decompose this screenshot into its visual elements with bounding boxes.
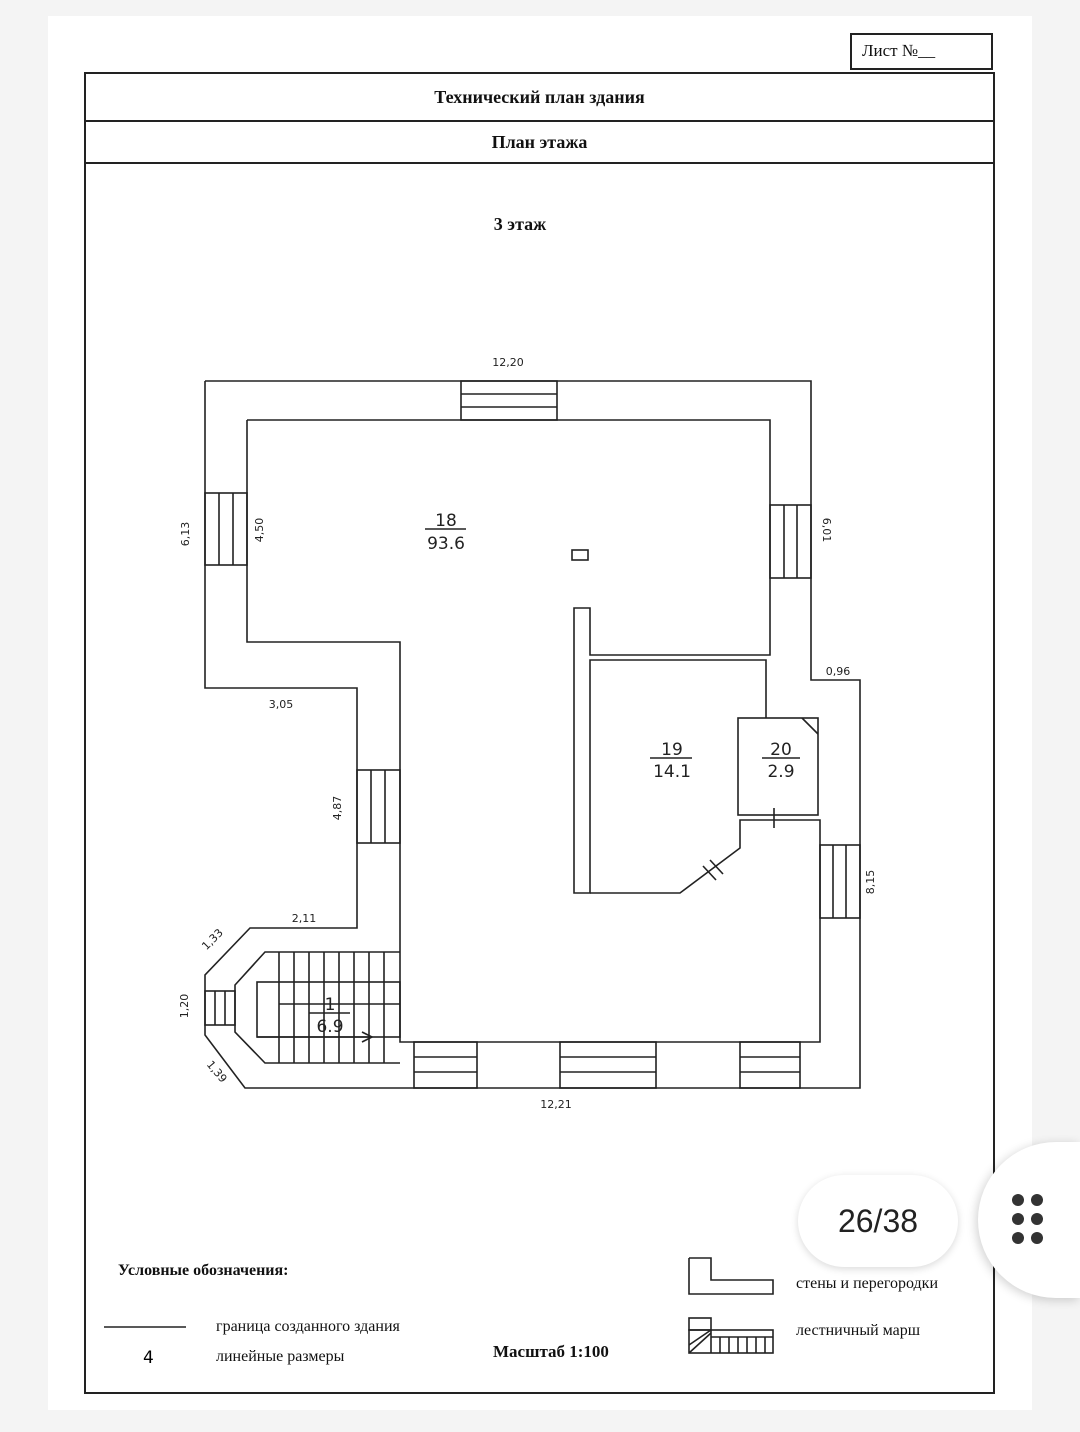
room-18-area: 93.6 (427, 534, 465, 554)
outer-walls (204, 380, 861, 1089)
dim-diag-top: 1,33 (199, 926, 226, 953)
dim-stair-top: 2,11 (292, 912, 317, 925)
legend-dims: линейные размеры (216, 1348, 345, 1365)
sheet-number: Лист №__ (850, 33, 993, 70)
staircase (234, 951, 401, 1064)
dim-top: 12,20 (492, 356, 524, 369)
dim-left-outer: 6,13 (179, 522, 192, 547)
room-1-area: 6.9 (316, 1017, 343, 1037)
document-subtitle: План этажа (86, 122, 993, 164)
legend-symbols (104, 1257, 774, 1354)
dim-step-right: 0,96 (826, 665, 851, 678)
room-20-area: 2.9 (767, 762, 794, 782)
drawing-frame (84, 72, 995, 1394)
document-title: Технический план здания (86, 74, 993, 122)
legend-title: Условные обозначения: (118, 1262, 289, 1279)
dim-left-inner: 4,50 (253, 518, 266, 543)
grid-dots-icon (1012, 1194, 1043, 1244)
dim-stair-left: 1,20 (178, 994, 191, 1019)
legend-border: граница созданного здания (216, 1318, 400, 1335)
floor-title: 3 этаж (493, 214, 547, 234)
windows (204, 380, 861, 1089)
room-18-number: 18 (435, 511, 457, 531)
room-19-number: 19 (661, 740, 683, 760)
dim-left-mid: 4,87 (331, 796, 344, 821)
dim-step-left: 3,05 (269, 698, 294, 711)
legend-dim-sample: 4 (143, 1348, 154, 1368)
legend-stairs: лестничный марш (796, 1322, 921, 1339)
room-19-area: 14.1 (653, 762, 691, 782)
room-label-lines (309, 528, 800, 1014)
page-indicator[interactable]: 26/38 (798, 1175, 958, 1267)
scale-label: Масштаб 1:100 (493, 1342, 609, 1361)
dim-right-top: 6,01 (820, 518, 833, 543)
dim-bottom: 12,21 (540, 1098, 572, 1111)
dim-right-lower: 8,15 (864, 870, 877, 895)
room-1-number: 1 (325, 995, 336, 1015)
legend-walls: стены и перегородки (796, 1275, 939, 1292)
room-20-number: 20 (770, 740, 792, 760)
